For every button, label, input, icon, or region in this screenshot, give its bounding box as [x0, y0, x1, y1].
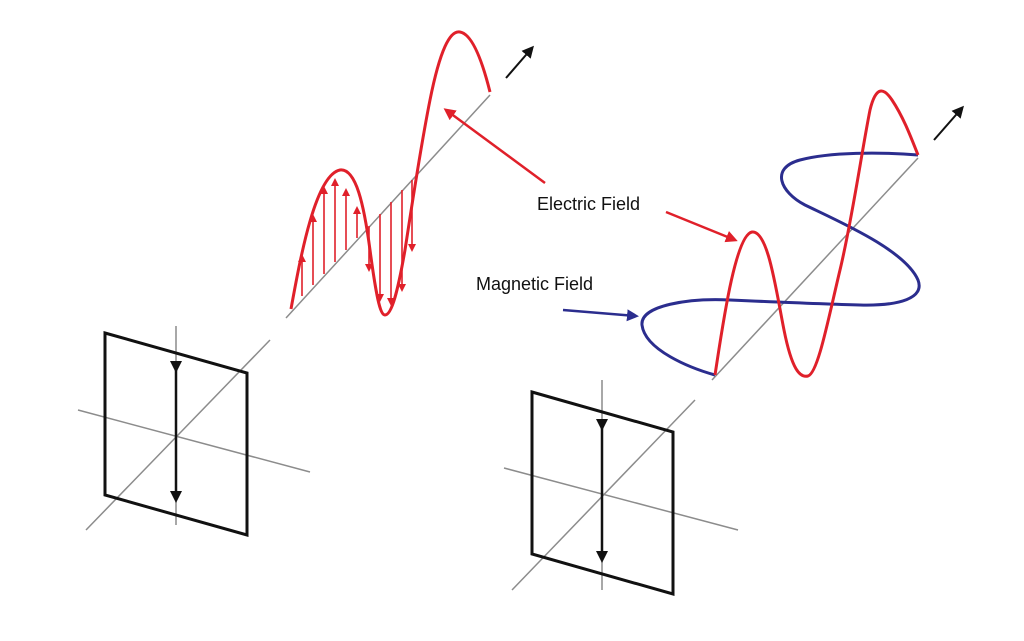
magnetic-field-pointer: [562, 308, 639, 322]
left-propagation-axis: [85, 339, 271, 531]
left-direction-arrow: [505, 45, 534, 79]
right-horizontal-axis: [503, 467, 739, 531]
right-em-wave: [503, 89, 964, 596]
electric-field-pointer-left: [443, 108, 546, 185]
right-polarizer-frame: [530, 390, 675, 596]
magnetic-field-label: Magnetic Field: [476, 274, 593, 294]
electric-field-label: Electric Field: [537, 194, 640, 214]
magnetic-field-callout: Magnetic Field: [476, 274, 639, 322]
left-polarizer-frame: [103, 331, 249, 537]
left-polarized-wave: [77, 30, 534, 537]
right-propagation-axis-upper: [711, 157, 919, 381]
left-field-vectors-up: [298, 178, 361, 296]
right-electric-wave: [713, 89, 920, 378]
left-horizontal-axis: [77, 409, 311, 473]
left-field-vectors-down: [365, 180, 416, 306]
left-electric-wave: [289, 30, 492, 317]
electric-field-callout: Electric Field: [443, 108, 738, 243]
electric-field-pointer-right: [665, 210, 738, 243]
right-magnetic-wave: [640, 151, 921, 377]
right-direction-arrow: [933, 105, 964, 141]
left-propagation-axis-upper: [285, 94, 491, 319]
